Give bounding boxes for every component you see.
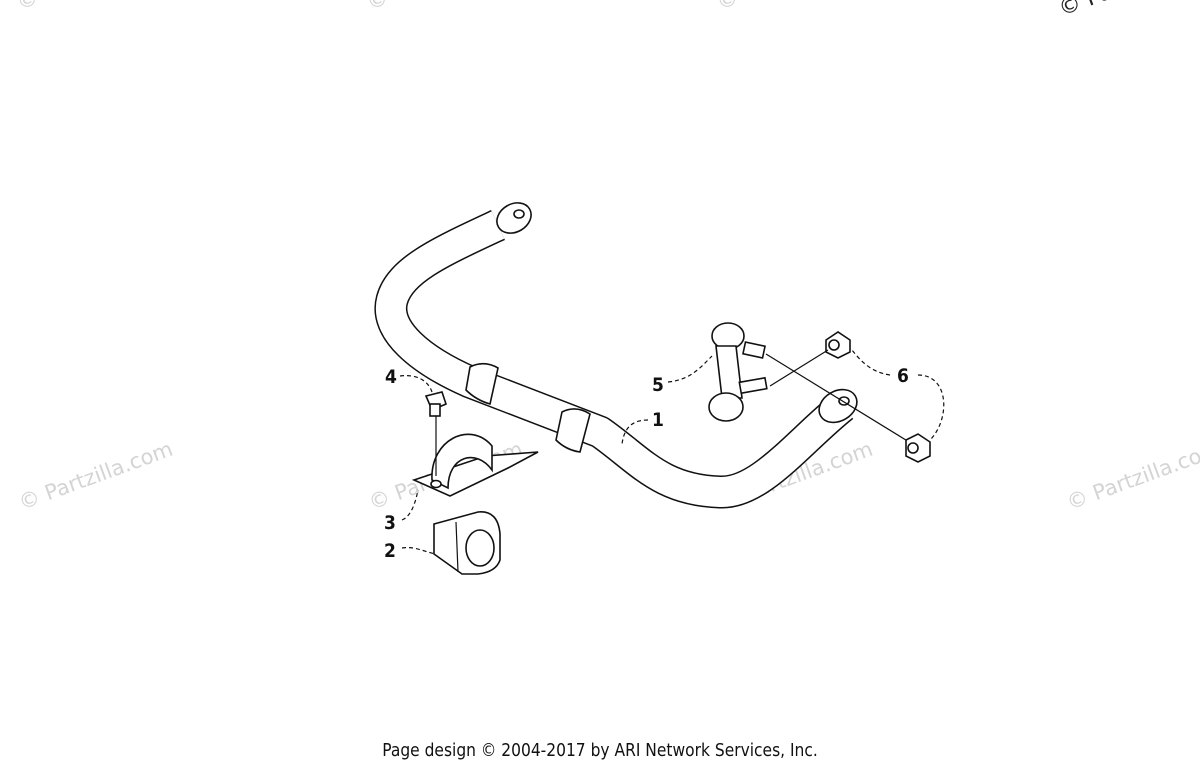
callout-6: 6 (897, 365, 909, 387)
stabilizer-bar (374, 202, 858, 509)
watermark-text: © Partzilla.com (16, 437, 176, 515)
watermark-text: © Partzilla.com (714, 0, 874, 15)
callout-5: 5 (652, 374, 664, 396)
bushing (433, 511, 501, 575)
watermark-corner-text: © Pa (1056, 0, 1116, 22)
stabilizer-link (708, 322, 915, 446)
bolt (424, 391, 447, 476)
bracket (411, 433, 539, 497)
watermark-text: © Partzilla.com (364, 0, 524, 15)
watermark-text: © Partzilla.com (1064, 437, 1200, 515)
callout-2: 2 (384, 540, 396, 562)
callout-labels: 1 2 3 4 5 6 (384, 365, 909, 562)
callout-4: 4 (385, 366, 397, 388)
callout-1: 1 (652, 409, 664, 431)
leader-lines (399, 349, 945, 555)
callout-3: 3 (384, 512, 396, 534)
lock-nuts (769, 331, 931, 463)
watermark-text: © Partzilla.com (14, 0, 174, 15)
page-footer: Page design © 2004-2017 by ARI Network S… (382, 740, 818, 761)
